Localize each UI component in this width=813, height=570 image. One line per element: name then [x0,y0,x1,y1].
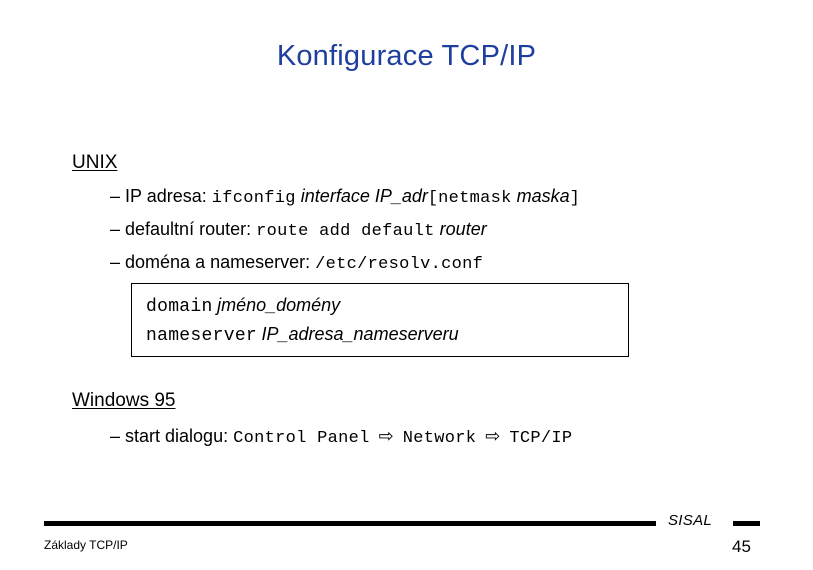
option-netmask: netmask [438,189,512,208]
arg-interface: interface [300,186,370,206]
command-ifconfig: ifconfig [211,189,296,208]
bullet-dash-icon: – [110,186,121,206]
keyword-nameserver: nameserver [146,326,258,346]
arg-jmeno-domeny: jméno_domény [217,295,341,315]
section-heading-unix: UNIX [72,152,118,173]
arg-maska: maska [516,186,570,206]
bullet-dash-icon: – [110,219,121,239]
bullet-defaultni-router: –defaultní router: route add default rou… [110,214,772,247]
code-line-nameserver: nameserver IP_adresa_nameserveru [146,324,459,346]
bullet-start-dialogu: –start dialogu: Control Panel ⇨ Network … [110,421,772,454]
bullet-ip-adresa: –IP adresa: ifconfig interface IP_adr[ne… [110,181,772,214]
windows95-section: Windows 95 –start dialogu: Control Panel… [72,388,772,454]
unix-section: UNIX –IP adresa: ifconfig interface IP_a… [72,150,772,280]
arrow-right-icon: ⇨ [378,426,394,447]
footer-subject: Základy TCP/IP [44,538,128,552]
resolv-conf-code-box: domain jméno_domény nameserver IP_adresa… [131,283,629,357]
bullet-label: IP adresa: [125,186,207,206]
bullet-label: start dialogu: [125,426,229,446]
bullet-label: doména a nameserver: [125,252,311,272]
arg-ip-adr: IP_adr [374,186,428,206]
bullet-label: defaultní router: [125,219,252,239]
footer-rule-long [44,521,656,526]
keyword-domain: domain [146,297,213,317]
section-heading-windows95: Windows 95 [72,390,176,411]
path-resolv-conf: /etc/resolv.conf [315,255,484,274]
arg-router: router [439,219,487,239]
code-line-domain: domain jméno_domény [146,295,340,317]
menu-step-tcpip: TCP/IP [509,429,573,448]
footer-rule-short [733,521,760,526]
arg-ip-adresa-nameserveru: IP_adresa_nameserveru [261,324,459,344]
page-title: Konfigurace TCP/IP [276,40,537,72]
bullet-dash-icon: – [110,252,121,272]
bracket-open: [ [427,189,439,208]
arrow-right-icon: ⇨ [485,426,501,447]
menu-step-control-panel: Control Panel [233,429,370,448]
bracket-close: ] [569,189,580,208]
footer-brand: SISAL [668,512,713,529]
bullet-domena-nameserver: –doména a nameserver: /etc/resolv.conf [110,247,772,280]
menu-step-network: Network [402,429,477,448]
command-route-add-default: route add default [256,222,435,241]
bullet-dash-icon: – [110,426,121,446]
footer-page-number: 45 [732,537,751,556]
